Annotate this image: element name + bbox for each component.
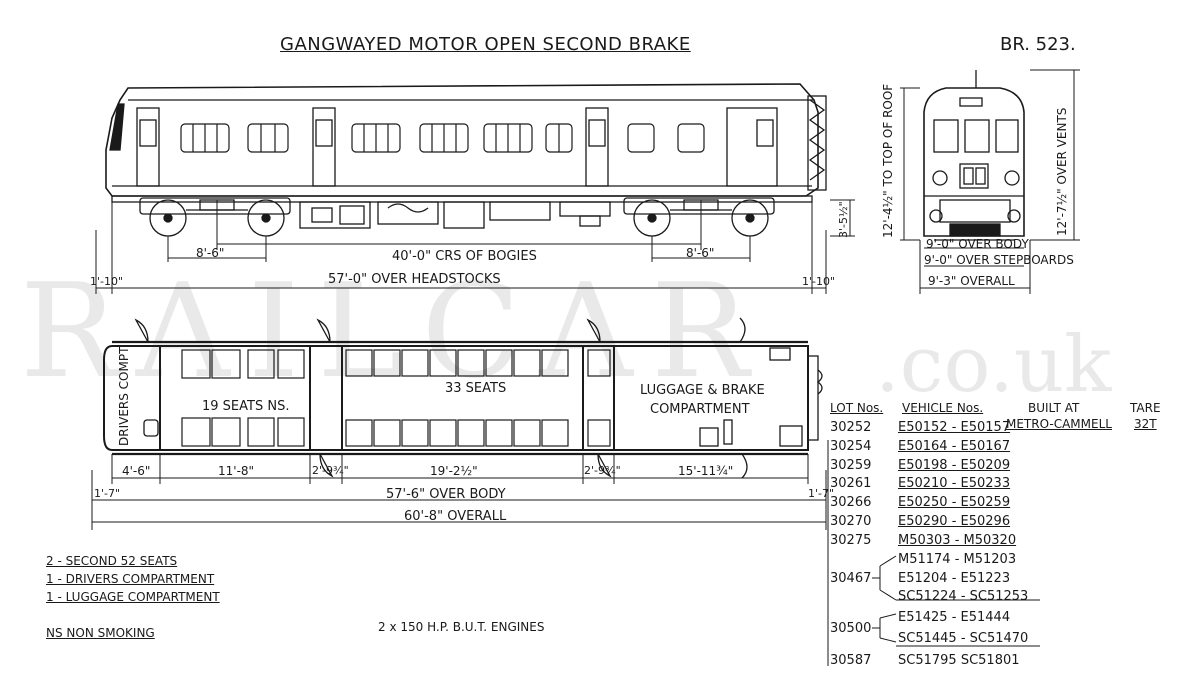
vehicle-range: E51204 - E51223	[898, 571, 1011, 586]
plan-dim-lines	[91, 454, 827, 530]
dim-end-over-body: 9'-0" OVER BODY	[926, 237, 1029, 251]
dim-plan-end-right: 1'-7"	[808, 487, 835, 500]
lot-number: 30270	[830, 514, 872, 529]
vehicle-range: E50210 - E50233	[898, 476, 1011, 491]
dim-end-overall: 9'-3" OVERALL	[928, 274, 1015, 288]
dim-plan-end-left: 1'-7"	[94, 487, 121, 500]
dim-bogie-wb-left: 8'-6"	[196, 246, 225, 260]
plan-view	[103, 317, 823, 479]
end-dim-lines	[900, 69, 1080, 294]
label-33-seats: 33 SEATS	[445, 381, 507, 396]
table-built-value: METRO-CAMMELL	[1006, 417, 1112, 431]
dim-plan-vest-1: 2'-9¾"	[312, 464, 349, 477]
dim-plan-cab: 4'-6"	[122, 464, 151, 478]
dim-bogie-wb-right: 8'-6"	[686, 246, 715, 260]
dim-top-of-roof: 12'-4½" TO TOP OF ROOF	[881, 83, 895, 238]
vehicle-range: SC51795 SC51801	[898, 653, 1020, 668]
vehicle-range: E50250 - E50259	[898, 495, 1011, 510]
label-luggage-1: LUGGAGE & BRAKE	[640, 383, 765, 398]
dim-plan-over-body: 57'-6" OVER BODY	[386, 487, 506, 502]
lot-number: 30259	[830, 458, 872, 473]
dim-end-left: 1'-10"	[90, 275, 124, 288]
watermark-suffix: .co.uk	[875, 320, 1112, 410]
side-dim-lines	[95, 199, 855, 294]
vehicle-range: E51425 - E51444	[898, 610, 1011, 625]
lot-number: 30252	[830, 420, 872, 435]
note-engines: 2 x 150 H.P. B.U.T. ENGINES	[378, 620, 545, 634]
dim-plan-overall: 60'-8" OVERALL	[404, 509, 507, 524]
vehicle-range: SC51224 - SC51253	[898, 589, 1029, 604]
vehicle-range: E50290 - E50296	[898, 514, 1011, 529]
note-drivers: 1 - DRIVERS COMPARTMENT	[46, 572, 215, 586]
dim-plan-vest-2: 2'-9¾"	[584, 464, 621, 477]
page-title: GANGWAYED MOTOR OPEN SECOND BRAKE	[280, 34, 691, 55]
lot-number: 30266	[830, 495, 872, 510]
lot-number: 30587	[830, 653, 872, 668]
label-19-seats: 19 SEATS NS.	[202, 399, 290, 414]
dim-end-over-stepboards: 9'-0" OVER STEPBOARDS	[924, 253, 1074, 267]
lot-number: 30467	[830, 571, 872, 586]
end-elevation	[923, 70, 1025, 241]
table-tare-value: 32T	[1134, 417, 1157, 431]
dim-plan-luggage: 15'-11¾"	[678, 464, 734, 478]
vehicle-range: E50198 - E50209	[898, 458, 1011, 473]
lot-number: 30500	[830, 621, 872, 636]
vehicle-range: SC51445 - SC51470	[898, 631, 1029, 646]
dim-over-headstocks: 57'-0" OVER HEADSTOCKS	[328, 272, 501, 287]
dim-over-vents: 12'-7½" OVER VENTS	[1055, 107, 1069, 236]
dim-wheel: 3'-5½"	[837, 201, 850, 238]
vehicle-range: M50303 - M50320	[898, 533, 1017, 548]
dim-end-right: 1'-10"	[802, 275, 836, 288]
lot-number: 30261	[830, 476, 872, 491]
table-header-vehicle: VEHICLE Nos.	[902, 401, 984, 415]
vehicle-range: M51174 - M51203	[898, 552, 1017, 567]
note-luggage: 1 - LUGGAGE COMPARTMENT	[46, 590, 220, 604]
label-drivers-compartment: DRIVERS COMPT.	[117, 344, 131, 446]
side-elevation	[105, 83, 827, 237]
vehicle-range: E50164 - E50167	[898, 439, 1011, 454]
label-luggage-2: COMPARTMENT	[650, 402, 750, 417]
table-lines	[827, 440, 1040, 666]
lot-number: 30275	[830, 533, 872, 548]
dim-plan-33-seat: 19'-2½"	[430, 464, 478, 478]
table-header-built: BUILT AT	[1028, 401, 1080, 415]
diagram-number: BR. 523.	[1000, 34, 1076, 55]
vehicle-range: E50152 - E50157	[898, 420, 1011, 435]
table-header-lot: LOT Nos.	[830, 401, 884, 415]
lot-number: 30254	[830, 439, 872, 454]
note-seats: 2 - SECOND 52 SEATS	[46, 554, 178, 568]
table-header-tare: TARE	[1130, 401, 1161, 415]
note-non-smoking: NS NON SMOKING	[46, 626, 155, 640]
dim-bogie-centres: 40'-0" CRS OF BOGIES	[392, 249, 537, 264]
dim-plan-19-seat: 11'-8"	[218, 464, 255, 478]
